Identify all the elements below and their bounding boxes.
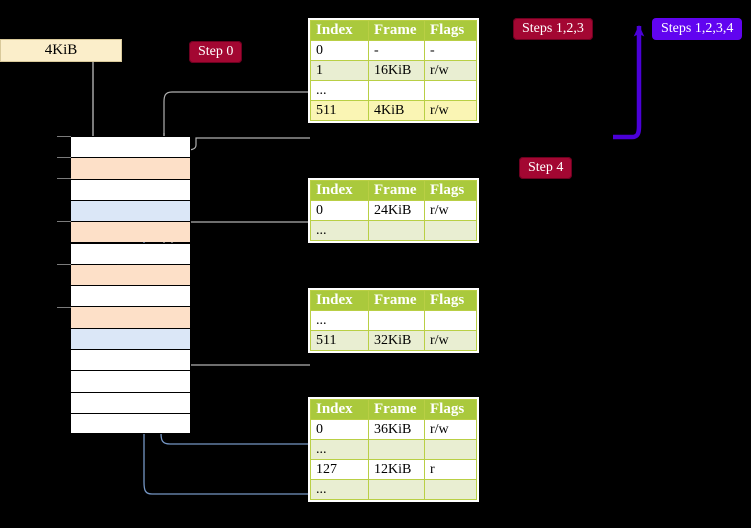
link-table1-row511-to-memory: [172, 137, 310, 151]
column-header-index: Index: [310, 399, 369, 420]
memory-tick: [57, 178, 71, 179]
cell-flags: r/w: [424, 100, 477, 121]
memory-tick: [57, 264, 71, 265]
column-header-index: Index: [310, 20, 369, 41]
cell-flags: [424, 439, 477, 460]
cell-flags: [424, 80, 477, 101]
cell-flags: r/w: [424, 330, 477, 351]
column-header-frame: Frame: [368, 290, 425, 311]
memory-row: [70, 178, 191, 200]
memory-tick: [57, 157, 71, 158]
cell-frame: [368, 220, 425, 241]
cell-flags: r/w: [424, 60, 477, 81]
cell-index: 511: [310, 100, 369, 121]
table-row[interactable]: ...: [310, 220, 477, 241]
cell-frame: 24KiB: [368, 200, 425, 221]
cell-index: 0: [310, 200, 369, 221]
memory-row: [70, 412, 191, 435]
cell-frame: 4KiB: [368, 100, 425, 121]
cell-index: 127: [310, 459, 369, 480]
step-badge-step4: Step 4: [519, 157, 573, 179]
cell-index: ...: [310, 479, 369, 500]
column-header-index: Index: [310, 180, 369, 201]
cell-frame: [368, 479, 425, 500]
size-label-4kib: 4KiB: [0, 39, 122, 62]
cell-index: ...: [310, 80, 369, 101]
column-header-index: Index: [310, 290, 369, 311]
table-row[interactable]: ...: [310, 439, 477, 460]
cell-index: 1: [310, 60, 369, 81]
table-row[interactable]: ...: [310, 310, 477, 331]
arrow-purple-return: [613, 25, 645, 140]
cell-index: 511: [310, 330, 369, 351]
column-header-flags: Flags: [424, 290, 477, 311]
memory-row: [70, 285, 191, 307]
table-row[interactable]: ...: [310, 80, 477, 101]
cell-frame: [368, 80, 425, 101]
memory-row: [70, 391, 191, 413]
cell-flags: r/w: [424, 200, 477, 221]
column-header-flags: Flags: [424, 20, 477, 41]
cell-frame: 36KiB: [368, 419, 425, 440]
memory-row: [70, 327, 191, 349]
cell-flags: r/w: [424, 419, 477, 440]
cell-frame: 12KiB: [368, 459, 425, 480]
memory-column: [70, 136, 191, 435]
memory-row: [70, 349, 191, 371]
cell-frame: 32KiB: [368, 330, 425, 351]
cell-index: ...: [310, 310, 369, 331]
step-badge-step0: Step 0: [189, 41, 243, 63]
memory-row: [70, 221, 191, 243]
column-header-frame: Frame: [368, 20, 425, 41]
cell-frame: [368, 310, 425, 331]
cell-flags: [424, 479, 477, 500]
table-row[interactable]: ...: [310, 479, 477, 500]
cell-index: ...: [310, 220, 369, 241]
memory-row: [70, 263, 191, 286]
cell-frame: [368, 439, 425, 460]
cell-frame: 16KiB: [368, 60, 425, 81]
cell-index: ...: [310, 439, 369, 460]
cell-index: 0: [310, 419, 369, 440]
column-header-flags: Flags: [424, 180, 477, 201]
memory-row: [70, 199, 191, 222]
cell-frame: -: [368, 40, 425, 61]
step-badge-steps123: Steps 1,2,3: [513, 18, 593, 40]
cell-index: 0: [310, 40, 369, 61]
memory-row: [70, 370, 191, 392]
link-table2-to-memory: [170, 221, 310, 260]
memory-tick: [57, 221, 71, 222]
column-header-frame: Frame: [368, 399, 425, 420]
memory-row: [70, 306, 191, 328]
column-header-flags: Flags: [424, 399, 477, 420]
memory-row: [70, 242, 191, 264]
table-row[interactable]: 0--: [310, 40, 477, 61]
column-header-frame: Frame: [368, 180, 425, 201]
memory-tick: [57, 307, 71, 308]
cell-flags: [424, 310, 477, 331]
cell-flags: r: [424, 459, 477, 480]
cell-flags: -: [424, 40, 477, 61]
cell-flags: [424, 220, 477, 241]
memory-tick: [57, 136, 71, 137]
memory-row: [70, 136, 191, 158]
link-table3-to-memory: [171, 313, 310, 366]
step-badge-steps1234: Steps 1,2,3,4: [652, 18, 743, 40]
memory-row: [70, 157, 191, 179]
